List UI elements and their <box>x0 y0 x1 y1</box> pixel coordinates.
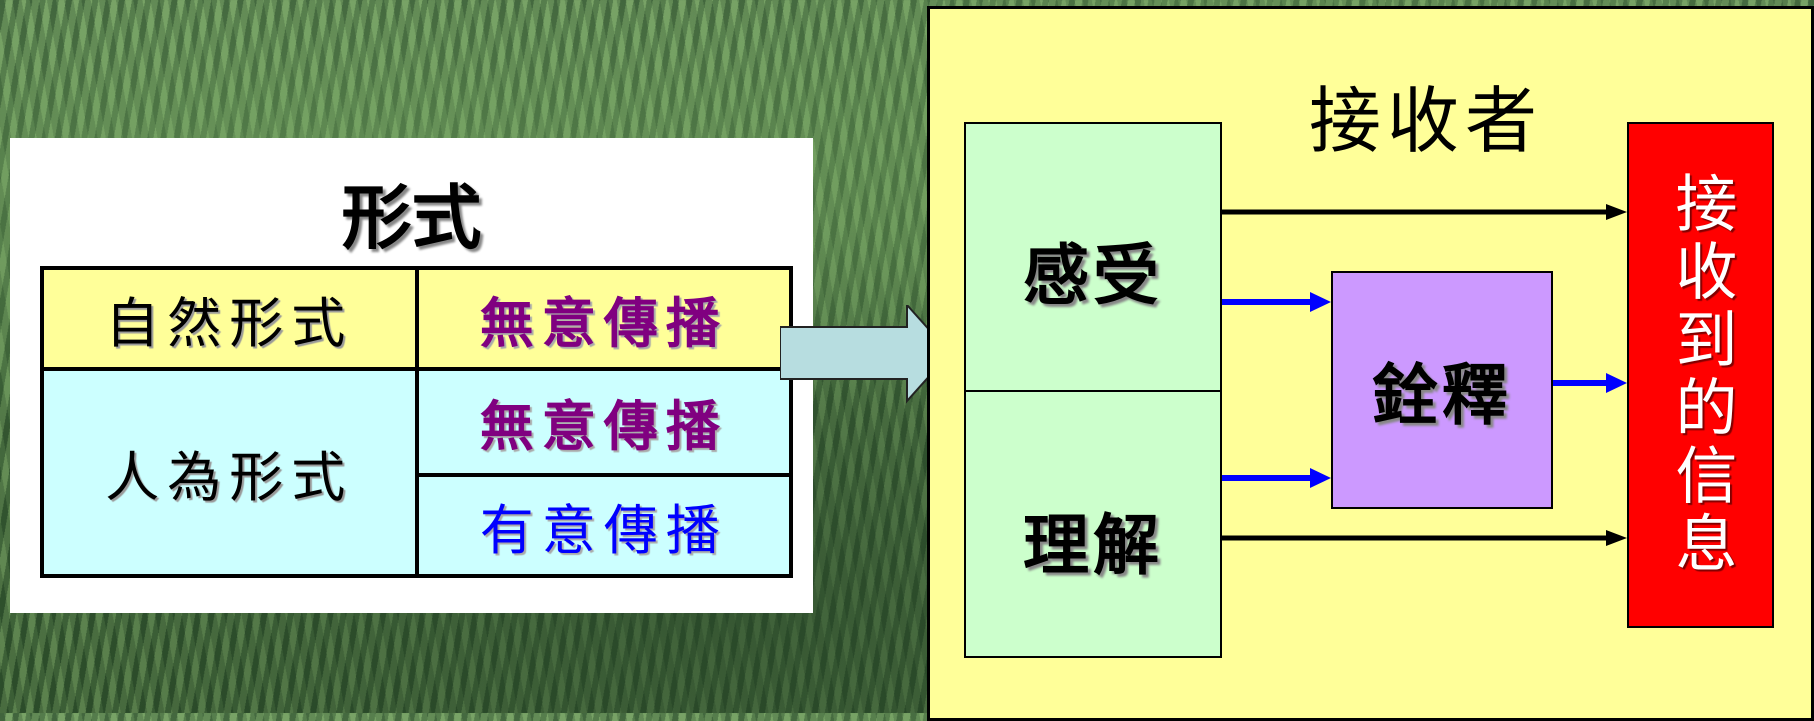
perceive-label: 感受 <box>1023 236 1163 314</box>
natural-form-label: 自然形式 <box>40 265 419 372</box>
interpret-label: 銓釋 <box>1372 356 1512 434</box>
received-message-box: 接收到的信息 <box>1627 122 1774 628</box>
arrowhead-understand-to-received <box>1606 530 1627 546</box>
form-panel: 形式 自然形式 無意傳播 人為形式 無意傳播 有意傳播 <box>10 138 813 613</box>
natural-form-unintentional: 無意傳播 <box>414 265 793 372</box>
form-title: 形式 <box>341 176 482 259</box>
human-form-intentional: 有意傳播 <box>414 472 793 579</box>
arrowhead-perceive-to-interpret <box>1310 292 1331 312</box>
interpret-box: 銓釋 <box>1331 271 1553 509</box>
perceive-understand-box <box>964 122 1222 658</box>
form-table: 自然形式 無意傳播 人為形式 無意傳播 有意傳播 <box>40 265 793 579</box>
receiver-title: 接收者 <box>1308 79 1543 163</box>
understand-label: 理解 <box>1023 506 1163 584</box>
human-form-unintentional: 無意傳播 <box>414 367 793 477</box>
human-form-label: 人為形式 <box>40 367 419 578</box>
arrowhead-perceive-to-received <box>1606 204 1627 220</box>
received-message-label: 接收到的信息 <box>1664 171 1738 579</box>
perceive-divider <box>966 390 1220 392</box>
arrowhead-understand-to-interpret <box>1310 468 1331 488</box>
arrowhead-interpret-to-received <box>1606 373 1627 393</box>
